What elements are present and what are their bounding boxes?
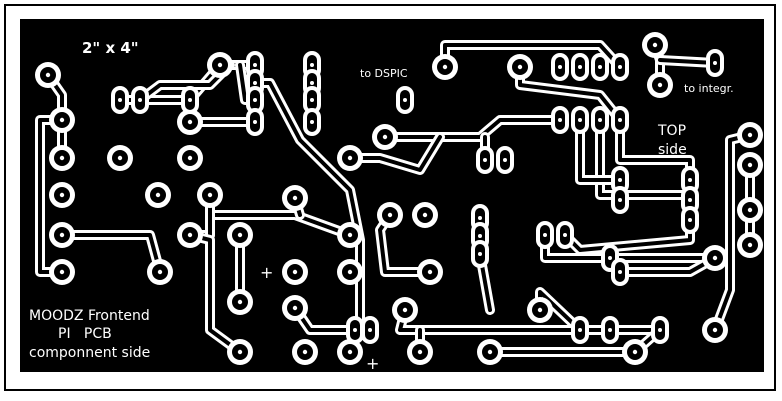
round-pad	[527, 297, 553, 323]
oval-pad	[681, 166, 699, 194]
oval-pad	[111, 86, 129, 114]
copper-trace	[578, 118, 622, 182]
oval-pad	[681, 186, 699, 214]
top-side-label-2: side	[658, 142, 687, 158]
copper-trace	[658, 58, 717, 65]
oval-pad	[496, 146, 514, 174]
round-pad	[337, 339, 363, 365]
round-pad	[642, 32, 668, 58]
round-pad	[477, 339, 503, 365]
oval-pad	[601, 316, 619, 344]
round-pad	[177, 109, 203, 135]
top-side-label-1: TOP	[657, 123, 686, 139]
traces	[35, 40, 755, 357]
to-dspic-label: to DSPIC	[360, 67, 408, 80]
oval-pad	[536, 221, 554, 249]
round-pad	[177, 222, 203, 248]
round-pad	[282, 185, 308, 211]
round-pad	[227, 339, 253, 365]
oval-pad	[131, 86, 149, 114]
title-line-3: componnent side	[29, 345, 150, 361]
copper-trace	[383, 118, 562, 139]
oval-pad	[471, 240, 489, 268]
round-pad	[107, 145, 133, 171]
round-pad	[207, 52, 233, 78]
oval-pad	[611, 186, 629, 214]
round-pad	[227, 222, 253, 248]
round-pad	[337, 222, 363, 248]
round-pad	[49, 107, 75, 133]
oval-pad	[476, 146, 494, 174]
board-size-label: 2" x 4"	[82, 39, 139, 57]
round-pad	[737, 152, 763, 178]
round-pad	[372, 124, 398, 150]
round-pad	[282, 259, 308, 285]
round-pad	[507, 54, 533, 80]
round-pad	[49, 145, 75, 171]
round-pad	[49, 259, 75, 285]
title-line-1: MOODZ Frontend	[29, 308, 150, 324]
oval-pad	[571, 53, 589, 81]
oval-pad	[303, 86, 321, 114]
round-pad	[412, 202, 438, 228]
round-pad	[417, 259, 443, 285]
title-line-2: PI PCB	[58, 326, 112, 342]
oval-pad	[611, 106, 629, 134]
oval-pad	[591, 53, 609, 81]
oval-pad	[246, 108, 264, 136]
round-pad	[737, 197, 763, 223]
round-pad	[227, 289, 253, 315]
oval-pad	[591, 106, 609, 134]
oval-pad	[611, 258, 629, 286]
oval-pad	[611, 166, 629, 194]
round-pad	[647, 72, 673, 98]
round-pad	[282, 295, 308, 321]
round-pad	[737, 122, 763, 148]
round-pad	[197, 182, 223, 208]
oval-pad	[246, 86, 264, 114]
to-integr-label: to integr.	[684, 82, 734, 95]
oval-pad	[681, 206, 699, 234]
round-pad	[377, 202, 403, 228]
round-pad	[392, 297, 418, 323]
copper-trace	[348, 135, 442, 172]
round-pad	[337, 259, 363, 285]
round-pad	[145, 182, 171, 208]
oval-pad	[551, 53, 569, 81]
round-pad	[407, 339, 433, 365]
oval-pad	[571, 316, 589, 344]
round-pad	[337, 145, 363, 171]
oval-pad	[303, 108, 321, 136]
round-pad	[147, 259, 173, 285]
round-pad	[177, 145, 203, 171]
pads	[35, 32, 763, 365]
oval-pad	[361, 316, 379, 344]
round-pad	[432, 54, 458, 80]
oval-pad	[611, 53, 629, 81]
round-pad	[49, 222, 75, 248]
oval-pad	[551, 106, 569, 134]
round-pad	[702, 317, 728, 343]
oval-pad	[346, 316, 364, 344]
oval-pad	[651, 316, 669, 344]
round-pad	[702, 245, 728, 271]
polarity-plus-2: +	[366, 354, 379, 373]
oval-pad	[556, 221, 574, 249]
oval-pad	[706, 49, 724, 77]
polarity-plus-1: +	[260, 263, 273, 282]
oval-pad	[396, 86, 414, 114]
copper-trace	[253, 81, 362, 332]
oval-pad	[181, 86, 199, 114]
oval-pad	[571, 106, 589, 134]
round-pad	[35, 62, 61, 88]
copper-trace	[598, 118, 692, 197]
round-pad	[49, 182, 75, 208]
round-pad	[622, 339, 648, 365]
round-pad	[292, 339, 318, 365]
round-pad	[737, 232, 763, 258]
